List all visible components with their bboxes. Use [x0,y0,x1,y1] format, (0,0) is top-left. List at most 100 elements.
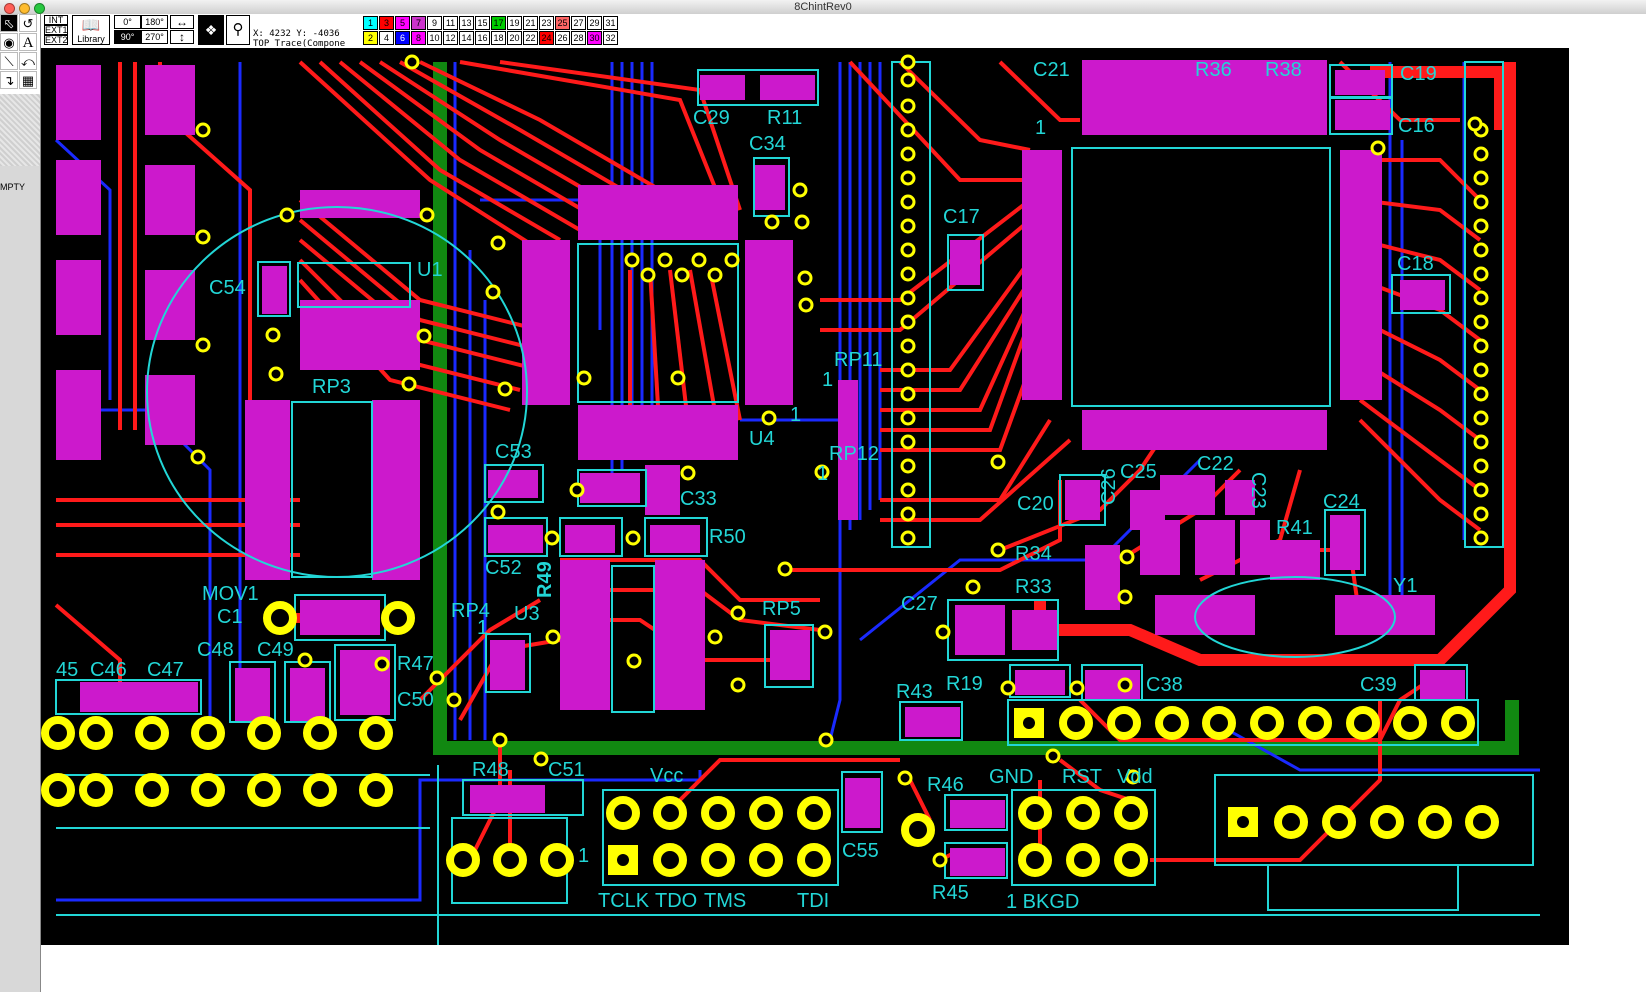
via [625,530,641,546]
component-label: C54 [209,277,246,299]
layer-7-button[interactable]: 7 [411,16,426,30]
layer-19-button[interactable]: 19 [507,16,522,30]
layer-10-button[interactable]: 10 [427,31,442,45]
layer-22-button[interactable]: 22 [523,31,538,45]
via [1467,116,1483,132]
line-tool-icon[interactable]: ⟍ [0,52,18,70]
layer-16-button[interactable]: 16 [475,31,490,45]
layer-4-button[interactable]: 4 [379,31,394,45]
via [1119,549,1135,565]
pcb-layout[interactable]: C21R36R38C19C29R11C34C16C17C18C54U1RP31R… [41,48,1569,945]
rotate-270-button[interactable]: 270° [141,30,168,44]
int-layer-button[interactable]: INT [44,15,68,25]
layer-28-button[interactable]: 28 [571,31,586,45]
component-label: Vcc [650,765,683,787]
library-button[interactable]: 📖 Library [72,15,110,45]
layer-30-button[interactable]: 30 [587,31,602,45]
layer-5-button[interactable]: 5 [395,16,410,30]
layer-26-button[interactable]: 26 [555,31,570,45]
component-label: TCLK [598,890,650,912]
flip-vertical-icon[interactable]: ↕ [170,30,194,44]
via [490,504,506,520]
component-label: R47 [397,653,434,675]
zoom-window-button[interactable] [34,3,45,14]
component-label: C51 [548,759,585,781]
component-label: 1 BKGD [1006,891,1079,913]
through-hole-pad [653,843,687,877]
via [900,54,916,70]
layer-29-button[interactable]: 29 [587,16,602,30]
through-hole-pad [540,843,574,877]
layer-2-button[interactable]: 2 [363,31,378,45]
pad-hole [1023,717,1035,729]
flip-horizontal-icon[interactable]: ↔ [170,15,194,29]
layer-13-button[interactable]: 13 [459,16,474,30]
through-hole-pad [749,796,783,830]
via [1117,677,1133,693]
component-tool-icon[interactable]: ▦ [19,71,37,89]
through-hole-pad [1465,805,1499,839]
text-tool-icon[interactable]: A [19,33,37,51]
via [900,122,916,138]
via [897,770,913,786]
via [1473,290,1489,306]
through-hole-pad [1066,796,1100,830]
ext2-layer-button[interactable]: EXT2 [44,35,68,45]
close-window-button[interactable] [4,3,15,14]
through-hole-pad [79,773,113,807]
through-hole-pad [1066,843,1100,877]
layer-11-button[interactable]: 11 [443,16,458,30]
toolbar: INT EXT1 EXT2 📖 Library 0° 180° 90° 270°… [0,14,1646,49]
layer-15-button[interactable]: 15 [475,16,490,30]
rotate-180-button[interactable]: 180° [141,15,168,29]
minimize-window-button[interactable] [19,3,30,14]
rotate-90-button[interactable]: 90° [114,30,141,44]
layer-25-button[interactable]: 25 [555,16,570,30]
layer-23-button[interactable]: 23 [539,16,554,30]
arc-tool-icon[interactable]: ⤺ [19,52,37,70]
via [990,454,1006,470]
layer-6-button[interactable]: 6 [395,31,410,45]
pointer-tool-icon[interactable]: ⬁ [0,14,18,32]
via-tool-icon[interactable]: ◉ [0,33,18,51]
through-hole-pad [901,813,935,847]
layer-32-button[interactable]: 32 [603,31,618,45]
component-label: R36 [1195,59,1232,81]
layer-21-button[interactable]: 21 [523,16,538,30]
layer-20-button[interactable]: 20 [507,31,522,45]
rotate-tool-icon[interactable]: ↺ [19,14,37,32]
via [419,207,435,223]
layer-17-button[interactable]: 17 [491,16,506,30]
layer-8-button[interactable]: 8 [411,31,426,45]
component-label: U3 [514,603,540,625]
via [900,506,916,522]
component-label: C55 [842,840,879,862]
left-side-panel: MPTY [0,94,41,992]
layer-27-button[interactable]: 27 [571,16,586,30]
layer-24-button[interactable]: 24 [539,31,554,45]
layer-31-button[interactable]: 31 [603,16,618,30]
through-hole-pad [247,773,281,807]
rotate-0-button[interactable]: 0° [114,15,141,29]
layer-3-button[interactable]: 3 [379,16,394,30]
through-hole-pad [797,843,831,877]
ext1-layer-button[interactable]: EXT1 [44,25,68,35]
layer-18-button[interactable]: 18 [491,31,506,45]
via [680,465,696,481]
trace-tool-icon[interactable]: ↴ [0,71,18,89]
via [1473,362,1489,378]
layer-9-button[interactable]: 9 [427,16,442,30]
via [1125,769,1141,785]
via [297,652,313,668]
layer-1-button[interactable]: 1 [363,16,378,30]
component-label: C23 [1247,472,1269,509]
component-label: RP4 [451,600,490,622]
via [935,624,951,640]
zoom-magnifier-icon[interactable]: ⚲ [226,15,250,45]
via [533,751,549,767]
pin-tool-icon[interactable]: ❖ [198,15,224,45]
via [798,297,814,313]
layer-12-button[interactable]: 12 [443,31,458,45]
layer-14-button[interactable]: 14 [459,31,474,45]
